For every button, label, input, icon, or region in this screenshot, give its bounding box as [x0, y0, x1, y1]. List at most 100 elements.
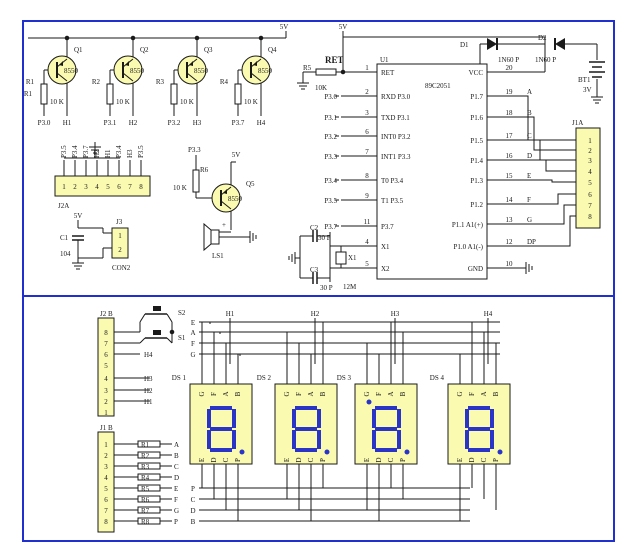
resistor-r3 — [170, 83, 178, 105]
mcu-pin-name: P1.7 — [470, 93, 483, 101]
net-label: P3.7 — [324, 223, 337, 231]
transistor-ref: Q1 — [74, 46, 83, 54]
mcu-pin-name: P1.0 A1(-) — [453, 243, 483, 251]
vcc-5v-label: 5V — [74, 212, 83, 220]
resistor-value: 10 K — [244, 98, 258, 106]
vcc-5v-label: 5V — [232, 151, 241, 159]
header-pin-number: 5 — [104, 485, 108, 493]
segment-route — [521, 204, 576, 225]
header-pin-number: 7 — [104, 507, 108, 515]
net-label: F — [527, 196, 531, 204]
display-decimal-point — [239, 449, 245, 455]
resistor-r6 — [137, 495, 161, 503]
header-pin-number: 2 — [73, 183, 77, 191]
header-pin-number: 4 — [95, 183, 99, 191]
crystal-frequency: 12M — [343, 283, 357, 291]
header-j2a — [54, 175, 151, 197]
capacitor-value: 104 — [60, 250, 71, 258]
mcu-pin-number: 9 — [365, 192, 369, 200]
mcu-pin-number: 3 — [365, 109, 369, 117]
mcu-pin-name: INT1 P3.3 — [381, 153, 411, 161]
mcu-pin-name: INT0 P3.2 — [381, 133, 411, 141]
net-label: B — [527, 109, 532, 117]
mcu-pin-number: 17 — [506, 132, 514, 140]
net-label: H1 — [144, 398, 153, 406]
display-decimal-point — [324, 449, 330, 455]
header-pin-number: 4 — [104, 474, 108, 482]
net-label: E — [174, 485, 178, 493]
transistor-q5 — [211, 183, 241, 213]
display-ref: DS 1 — [172, 374, 187, 382]
resistor-r8 — [137, 517, 161, 525]
display-segment — [490, 430, 494, 449]
mcu-pin-number: 2 — [365, 88, 369, 96]
display-pin-label: F — [210, 392, 218, 396]
connector-name: CON2 — [112, 264, 131, 272]
mcu-part: 89C2051 — [425, 82, 451, 90]
transistor-lead — [56, 72, 68, 82]
header-pin-number: 7 — [104, 340, 108, 348]
digit-net-label: H3 — [391, 310, 400, 318]
header-pin-number: 5 — [106, 183, 110, 191]
wire — [139, 313, 146, 323]
transistor-arrow — [253, 61, 257, 66]
segment-route — [521, 159, 576, 172]
display-segment — [232, 409, 236, 428]
header-pin-number: 2 — [588, 147, 592, 155]
mcu-pin-number: 15 — [506, 172, 514, 180]
bus-net-label: E — [191, 319, 195, 327]
display-pin-label: E — [363, 458, 371, 462]
header-pin-number: 6 — [117, 183, 121, 191]
net-label: P3.0 — [324, 93, 337, 101]
connector-j3 — [111, 227, 129, 259]
net-label: H2 — [144, 387, 153, 395]
display-pin-label: A — [222, 391, 230, 396]
buzzer-polarity: + — [222, 221, 226, 229]
display-segment — [210, 406, 232, 410]
header-pin-number: 1 — [588, 137, 592, 145]
mcu-pin-number: 11 — [364, 218, 371, 226]
display-segment — [397, 430, 401, 449]
resistor-ref: R1 — [26, 78, 35, 86]
display-pin-label: P — [234, 458, 242, 462]
display-segment — [207, 430, 211, 449]
header-pin-number: 4 — [588, 168, 592, 176]
transistor-lead — [186, 72, 198, 82]
buzzer-ls1 — [210, 229, 220, 245]
net-label: P3.7 — [232, 119, 245, 127]
diode-d2 — [555, 38, 565, 50]
net-label: B — [174, 452, 179, 460]
net-label: H4 — [257, 119, 266, 127]
mcu-pin-name: GND — [468, 265, 483, 273]
display-pin-label: B — [492, 391, 500, 396]
capacitor-ref: C2 — [310, 224, 319, 232]
connector-pin-number: 2 — [118, 246, 122, 254]
header-pin-number: 8 — [139, 183, 143, 191]
display-pin-label: F — [295, 392, 303, 396]
net-label: H4 — [144, 351, 153, 359]
transistor-arrow — [189, 61, 193, 66]
mcu-pin-number: 19 — [506, 88, 514, 96]
junction-dot — [169, 329, 175, 335]
display-pin-label: D — [210, 457, 218, 462]
transistor-ref: Q3 — [204, 46, 213, 54]
display-pin-label: B — [319, 391, 327, 396]
header-pin-number: 6 — [104, 351, 108, 359]
net-label: E — [527, 172, 531, 180]
net-label: F — [174, 496, 178, 504]
net-label: P3.3 — [188, 146, 201, 154]
transistor-ref: Q5 — [246, 180, 255, 188]
header-pin-number: 3 — [104, 463, 108, 471]
header-pin-number: 1 — [62, 183, 66, 191]
capacitor-ref: C1 — [60, 234, 69, 242]
transistor-type-label: 8550 — [228, 195, 243, 203]
wire — [166, 313, 173, 323]
header-pin-number: 6 — [104, 496, 108, 504]
display-colon-dot — [366, 399, 372, 405]
segment-route — [521, 95, 576, 141]
header-pin-number: 7 — [128, 183, 132, 191]
display-pin-label: C — [307, 457, 315, 462]
header-ref: J2 B — [100, 310, 113, 318]
display-segment — [295, 406, 317, 410]
net-label: C — [174, 463, 179, 471]
